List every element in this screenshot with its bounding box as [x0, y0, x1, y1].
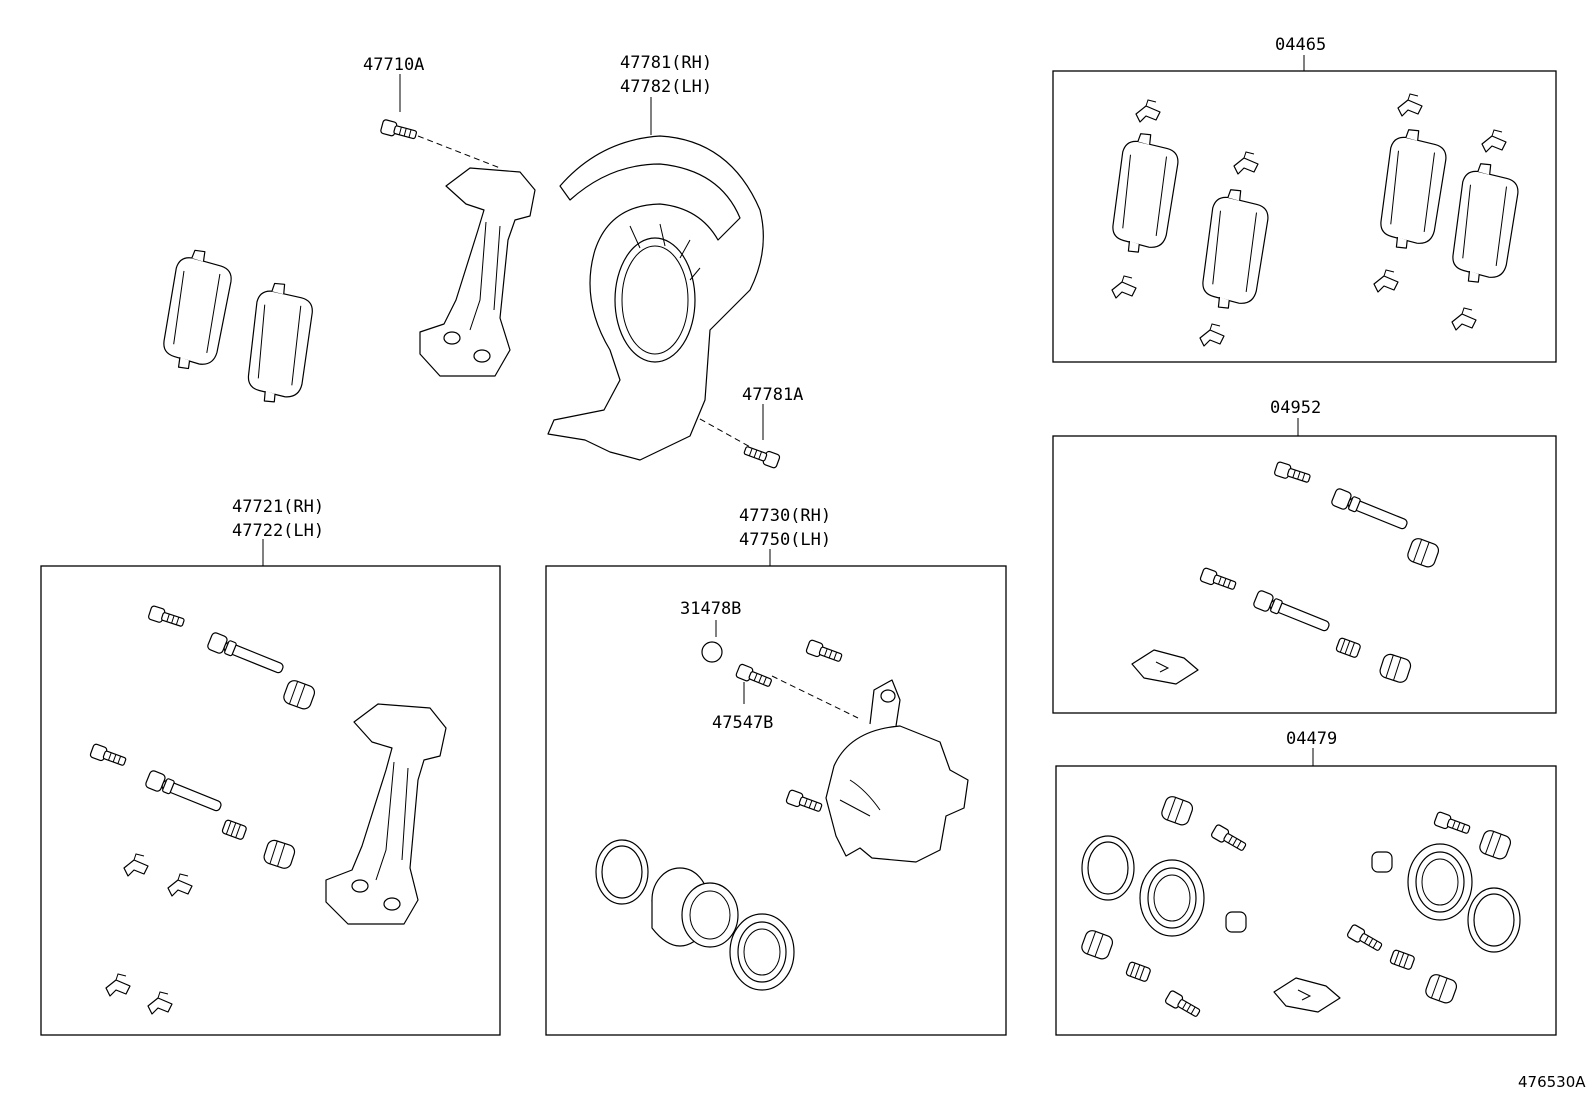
callout-47781a: 47781A — [742, 385, 803, 405]
brake-dust-shield — [547, 135, 764, 461]
callout-47710a: 47710A — [363, 55, 424, 75]
box-kit-04952 — [1052, 435, 1557, 714]
leader-lines — [262, 55, 1314, 766]
box-kit-04479 — [1055, 765, 1557, 1036]
brake-pad-outer — [245, 281, 316, 406]
callout-04479: 04479 — [1286, 729, 1337, 749]
kit-04952-parts — [1131, 460, 1442, 685]
box-caliper-mounting-kit — [40, 565, 501, 1036]
pad-kit-04465-parts — [1109, 93, 1522, 347]
caliper-mounting-bracket — [419, 167, 536, 377]
callout-labels: 47710A 47781(RH) 47782(LH) 47781A 47721(… — [232, 35, 1586, 1091]
callout-47781-rh: 47781(RH) — [620, 53, 712, 73]
callout-47730-rh: 47730(RH) — [739, 506, 831, 526]
mounting-kit-parts — [89, 604, 447, 1015]
callout-47721-rh: 47721(RH) — [232, 497, 324, 517]
callout-04952: 04952 — [1270, 398, 1321, 418]
callout-04465: 04465 — [1275, 35, 1326, 55]
caliper-assembly-parts — [595, 638, 969, 991]
kit-04479-parts — [1079, 794, 1521, 1021]
callout-47782-lh: 47782(LH) — [620, 77, 712, 97]
diagram-reference: 476530A — [1518, 1073, 1586, 1091]
callout-47750-lh: 47750(LH) — [739, 530, 831, 550]
brake-pad-inner — [160, 247, 236, 374]
callout-47722-lh: 47722(LH) — [232, 521, 324, 541]
callout-31478b: 31478B — [680, 599, 741, 619]
box-caliper-assembly — [545, 565, 1007, 1036]
caliper-piston — [651, 867, 739, 948]
mounting-bolt-47710a — [379, 118, 419, 143]
callout-47547b: 47547B — [712, 713, 773, 733]
dust-shield-bolt-47781a — [742, 442, 781, 470]
